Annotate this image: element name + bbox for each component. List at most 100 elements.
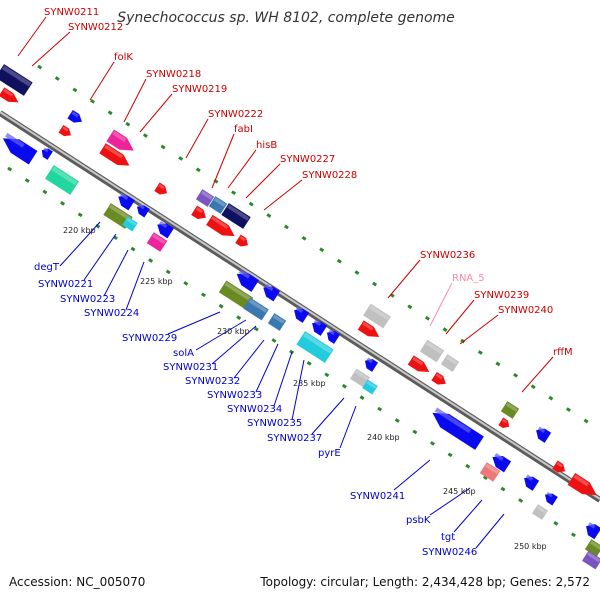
leader-line bbox=[123, 78, 147, 123]
gene-feature[interactable] bbox=[154, 220, 174, 239]
gene-label-synw0234[interactable]: SYNW0234 bbox=[227, 404, 282, 415]
gene-label-synw0231[interactable]: SYNW0231 bbox=[163, 362, 218, 373]
leader-line bbox=[459, 314, 499, 345]
gene-label-synw0228[interactable]: SYNW0228 bbox=[302, 170, 357, 181]
gene-label-hisb[interactable]: hisB bbox=[256, 140, 277, 151]
gene-label-synw0211[interactable]: SYNW0211 bbox=[44, 7, 99, 18]
gene-feature[interactable] bbox=[363, 303, 391, 329]
gene-feature[interactable] bbox=[195, 189, 215, 207]
gene-feature[interactable] bbox=[235, 234, 251, 250]
gene-feature[interactable] bbox=[296, 331, 334, 363]
gene-label-synw0240[interactable]: SYNW0240 bbox=[498, 305, 553, 316]
tick-track-inner bbox=[7, 166, 600, 554]
gene-feature[interactable] bbox=[419, 339, 445, 363]
gene-label-synw0241[interactable]: SYNW0241 bbox=[350, 491, 405, 502]
gene-feature[interactable] bbox=[431, 372, 448, 388]
gene-feature[interactable] bbox=[567, 472, 600, 501]
gene-label-synw0235[interactable]: SYNW0235 bbox=[247, 418, 302, 429]
gene-feature[interactable] bbox=[154, 182, 170, 198]
gene-label-rffm[interactable]: rffM bbox=[553, 347, 573, 358]
gene-label-tgt[interactable]: tgt bbox=[441, 532, 455, 543]
gene-label-synw0246[interactable]: SYNW0246 bbox=[422, 547, 477, 558]
gene-feature[interactable] bbox=[206, 214, 238, 241]
gene-feature[interactable] bbox=[542, 491, 558, 506]
gene-label-sola[interactable]: solA bbox=[173, 348, 194, 359]
gene-label-synw0227[interactable]: SYNW0227 bbox=[280, 154, 335, 165]
gene-label-synw0236[interactable]: SYNW0236 bbox=[420, 250, 475, 261]
accession-text: Accession: NC_005070 bbox=[9, 575, 145, 589]
gene-feature[interactable] bbox=[357, 320, 382, 341]
gene-feature[interactable] bbox=[407, 355, 432, 376]
gene-feature[interactable] bbox=[0, 64, 33, 96]
gene-feature[interactable] bbox=[115, 192, 135, 211]
gene-feature[interactable] bbox=[260, 283, 280, 302]
gene-feature[interactable] bbox=[191, 205, 209, 223]
gene-feature[interactable] bbox=[521, 473, 540, 491]
gene-feature[interactable] bbox=[428, 406, 484, 450]
kbp-label: 230 kbp bbox=[217, 327, 250, 336]
leader-line bbox=[139, 93, 173, 133]
gene-feature[interactable] bbox=[233, 268, 260, 292]
leader-line bbox=[245, 163, 281, 199]
gene-feature[interactable] bbox=[500, 401, 520, 419]
gene-label-synw0223[interactable]: SYNW0223 bbox=[60, 294, 115, 305]
gene-feature[interactable] bbox=[67, 110, 84, 126]
gene-feature[interactable] bbox=[362, 379, 378, 395]
gene-feature[interactable] bbox=[582, 550, 600, 570]
gene-feature[interactable] bbox=[208, 196, 228, 214]
gene-label-synw0222[interactable]: SYNW0222 bbox=[208, 109, 263, 120]
gene-feature[interactable] bbox=[99, 143, 132, 170]
gene-feature[interactable] bbox=[106, 129, 137, 157]
gene-feature[interactable] bbox=[0, 87, 21, 106]
gene-feature[interactable] bbox=[243, 297, 269, 321]
gene-label-folk[interactable]: folK bbox=[114, 52, 133, 63]
gene-feature[interactable] bbox=[533, 425, 552, 443]
gene-feature[interactable] bbox=[0, 132, 38, 165]
gene-label-synw0232[interactable]: SYNW0232 bbox=[185, 376, 240, 387]
gene-feature[interactable] bbox=[291, 305, 310, 323]
gene-label-psbk[interactable]: psbK bbox=[406, 515, 431, 526]
gene-label-synw0221[interactable]: SYNW0221 bbox=[38, 279, 93, 290]
gene-label-pyre[interactable]: pyrE bbox=[318, 448, 341, 459]
gene-feature[interactable] bbox=[134, 203, 150, 218]
gene-feature[interactable] bbox=[531, 504, 549, 520]
gene-feature[interactable] bbox=[39, 146, 53, 160]
gene-label-rna-5[interactable]: RNA_5 bbox=[452, 273, 485, 284]
gene-feature[interactable] bbox=[440, 354, 460, 372]
gene-label-synw0233[interactable]: SYNW0233 bbox=[207, 390, 262, 401]
gene-label-synw0212[interactable]: SYNW0212 bbox=[68, 22, 123, 33]
gene-feature[interactable] bbox=[489, 452, 512, 473]
gene-feature[interactable] bbox=[498, 417, 511, 431]
gene-feature[interactable] bbox=[146, 232, 168, 252]
gene-label-synw0237[interactable]: SYNW0237 bbox=[267, 433, 322, 444]
gene-feature[interactable] bbox=[583, 521, 600, 540]
gene-feature[interactable] bbox=[267, 313, 287, 331]
leader-line bbox=[255, 343, 279, 393]
leader-line bbox=[83, 233, 117, 281]
gene-feature[interactable] bbox=[58, 124, 74, 139]
gene-feature[interactable] bbox=[350, 368, 370, 388]
gene-label-fabi[interactable]: fabI bbox=[234, 124, 253, 135]
gene-label-synw0224[interactable]: SYNW0224 bbox=[84, 308, 139, 319]
gene-label-synw0218[interactable]: SYNW0218 bbox=[146, 69, 201, 80]
gene-feature[interactable] bbox=[552, 460, 568, 476]
leader-line bbox=[125, 261, 145, 311]
gene-feature[interactable] bbox=[324, 328, 341, 344]
gene-feature[interactable] bbox=[45, 165, 79, 195]
gene-feature[interactable] bbox=[221, 203, 251, 229]
leader-line bbox=[429, 282, 453, 327]
gene-feature[interactable] bbox=[479, 462, 501, 482]
gene-feature[interactable] bbox=[218, 280, 254, 310]
gene-feature[interactable] bbox=[584, 539, 600, 557]
gene-label-degt[interactable]: degT bbox=[34, 262, 60, 273]
gene-feature[interactable] bbox=[309, 318, 328, 336]
gene-label-synw0239[interactable]: SYNW0239 bbox=[474, 290, 529, 301]
leader-line bbox=[17, 16, 47, 57]
gene-feature[interactable] bbox=[362, 356, 379, 372]
gene-label-synw0229[interactable]: SYNW0229 bbox=[122, 333, 177, 344]
gene-label-synw0219[interactable]: SYNW0219 bbox=[172, 84, 227, 95]
gene-feature[interactable] bbox=[122, 216, 138, 232]
leader-line bbox=[339, 405, 357, 449]
tick-track-outer bbox=[37, 64, 600, 432]
